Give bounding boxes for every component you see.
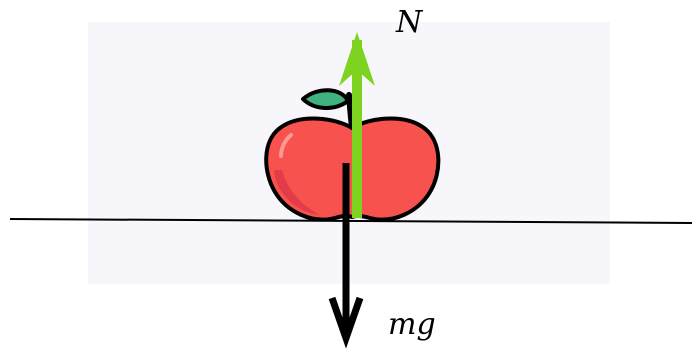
weight-label: mg <box>388 307 436 342</box>
apple-shadow <box>274 170 320 215</box>
normal-force-arrow <box>339 32 375 218</box>
ground-line <box>9 218 693 224</box>
apple-leaf <box>301 88 350 110</box>
apple-highlight <box>279 133 293 158</box>
weight-arrow-head <box>328 296 364 349</box>
normal-force-label: N <box>396 5 423 40</box>
weight-arrow <box>328 163 364 349</box>
apple-stem <box>346 92 355 131</box>
normal-arrow-head <box>339 32 375 86</box>
